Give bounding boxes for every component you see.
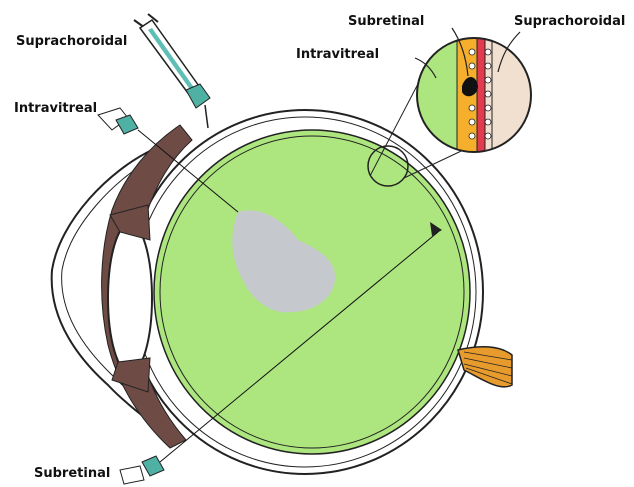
lens [108,223,152,373]
subretinal-needle-hub [120,456,164,484]
label-suprachoroidal-left: Suprachoroidal [16,34,127,49]
syringe-icon [134,14,210,128]
label-intravitreal-left: Intravitreal [14,101,97,116]
needle-icon [98,108,138,134]
label-intravitreal-inset: Intravitreal [296,47,379,62]
label-subretinal-bottom: Subretinal [34,466,110,481]
label-subretinal-inset: Subretinal [348,14,424,29]
label-suprachoroidal-inset: Suprachoroidal [514,14,625,29]
